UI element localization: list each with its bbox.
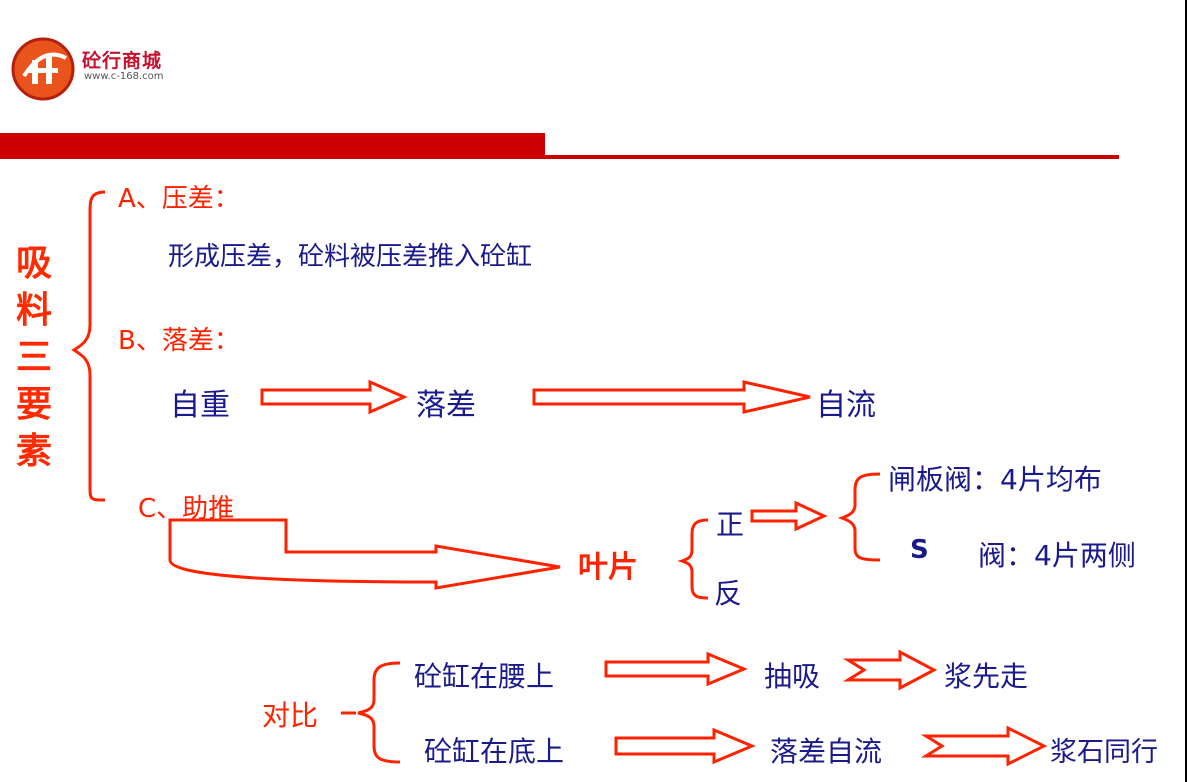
compare-row2-step: 落差自流 — [770, 735, 883, 768]
slide-title: 吸料三要素 — [15, 243, 52, 472]
arrow-drop-to-selfflow — [532, 380, 811, 414]
compare-brace — [357, 661, 401, 764]
logo-mark-icon — [11, 37, 75, 101]
compare-row1-result: 浆先走 — [944, 660, 1029, 693]
compare-row2-cond: 砼缸在底上 — [424, 735, 565, 768]
valve-s-letter: S — [910, 535, 929, 565]
compare-row2-result: 浆石同行 — [1050, 737, 1158, 768]
valves-brace — [837, 472, 881, 562]
flow-drop: 落差 — [416, 388, 476, 423]
arrow-row1-2 — [842, 649, 938, 691]
flow-selfflow: 自流 — [816, 388, 876, 423]
blade-reverse: 反 — [714, 577, 743, 610]
section-c-heading: C、助推 — [138, 494, 235, 524]
section-a-text: 形成压差，砼料被压差推入砼缸 — [168, 242, 533, 272]
arrow-row2-2 — [920, 725, 1048, 767]
blade-forward: 正 — [716, 508, 745, 541]
blade-label: 叶片 — [578, 550, 638, 585]
arrow-row1-1 — [604, 651, 748, 687]
section-b-heading: B、落差： — [118, 326, 240, 356]
compare-row1-cond: 砼缸在腰上 — [414, 660, 555, 693]
brand-name: 砼行商城 — [82, 50, 163, 72]
compare-label: 对比 — [262, 699, 319, 732]
arrow-selfweight-to-drop — [260, 379, 408, 415]
valve-gate: 闸板阀：4片均布 — [888, 463, 1102, 496]
section-a-heading: A、压差： — [118, 184, 240, 214]
blade-brace — [677, 518, 709, 600]
compare-row1-step: 抽吸 — [764, 660, 821, 693]
slide-right-border — [1185, 0, 1187, 782]
arrow-push-to-blade — [168, 518, 561, 590]
brand-url: www.c-168.com — [84, 71, 164, 82]
arrow-row2-1 — [614, 727, 756, 765]
main-brace — [71, 190, 106, 502]
valve-s-text: 阀：4片两侧 — [978, 539, 1136, 572]
header-bar-thick — [0, 133, 545, 159]
arrow-forward-to-valves — [750, 500, 828, 532]
header-bar-thin — [545, 155, 1119, 159]
flow-selfweight: 自重 — [170, 388, 230, 423]
